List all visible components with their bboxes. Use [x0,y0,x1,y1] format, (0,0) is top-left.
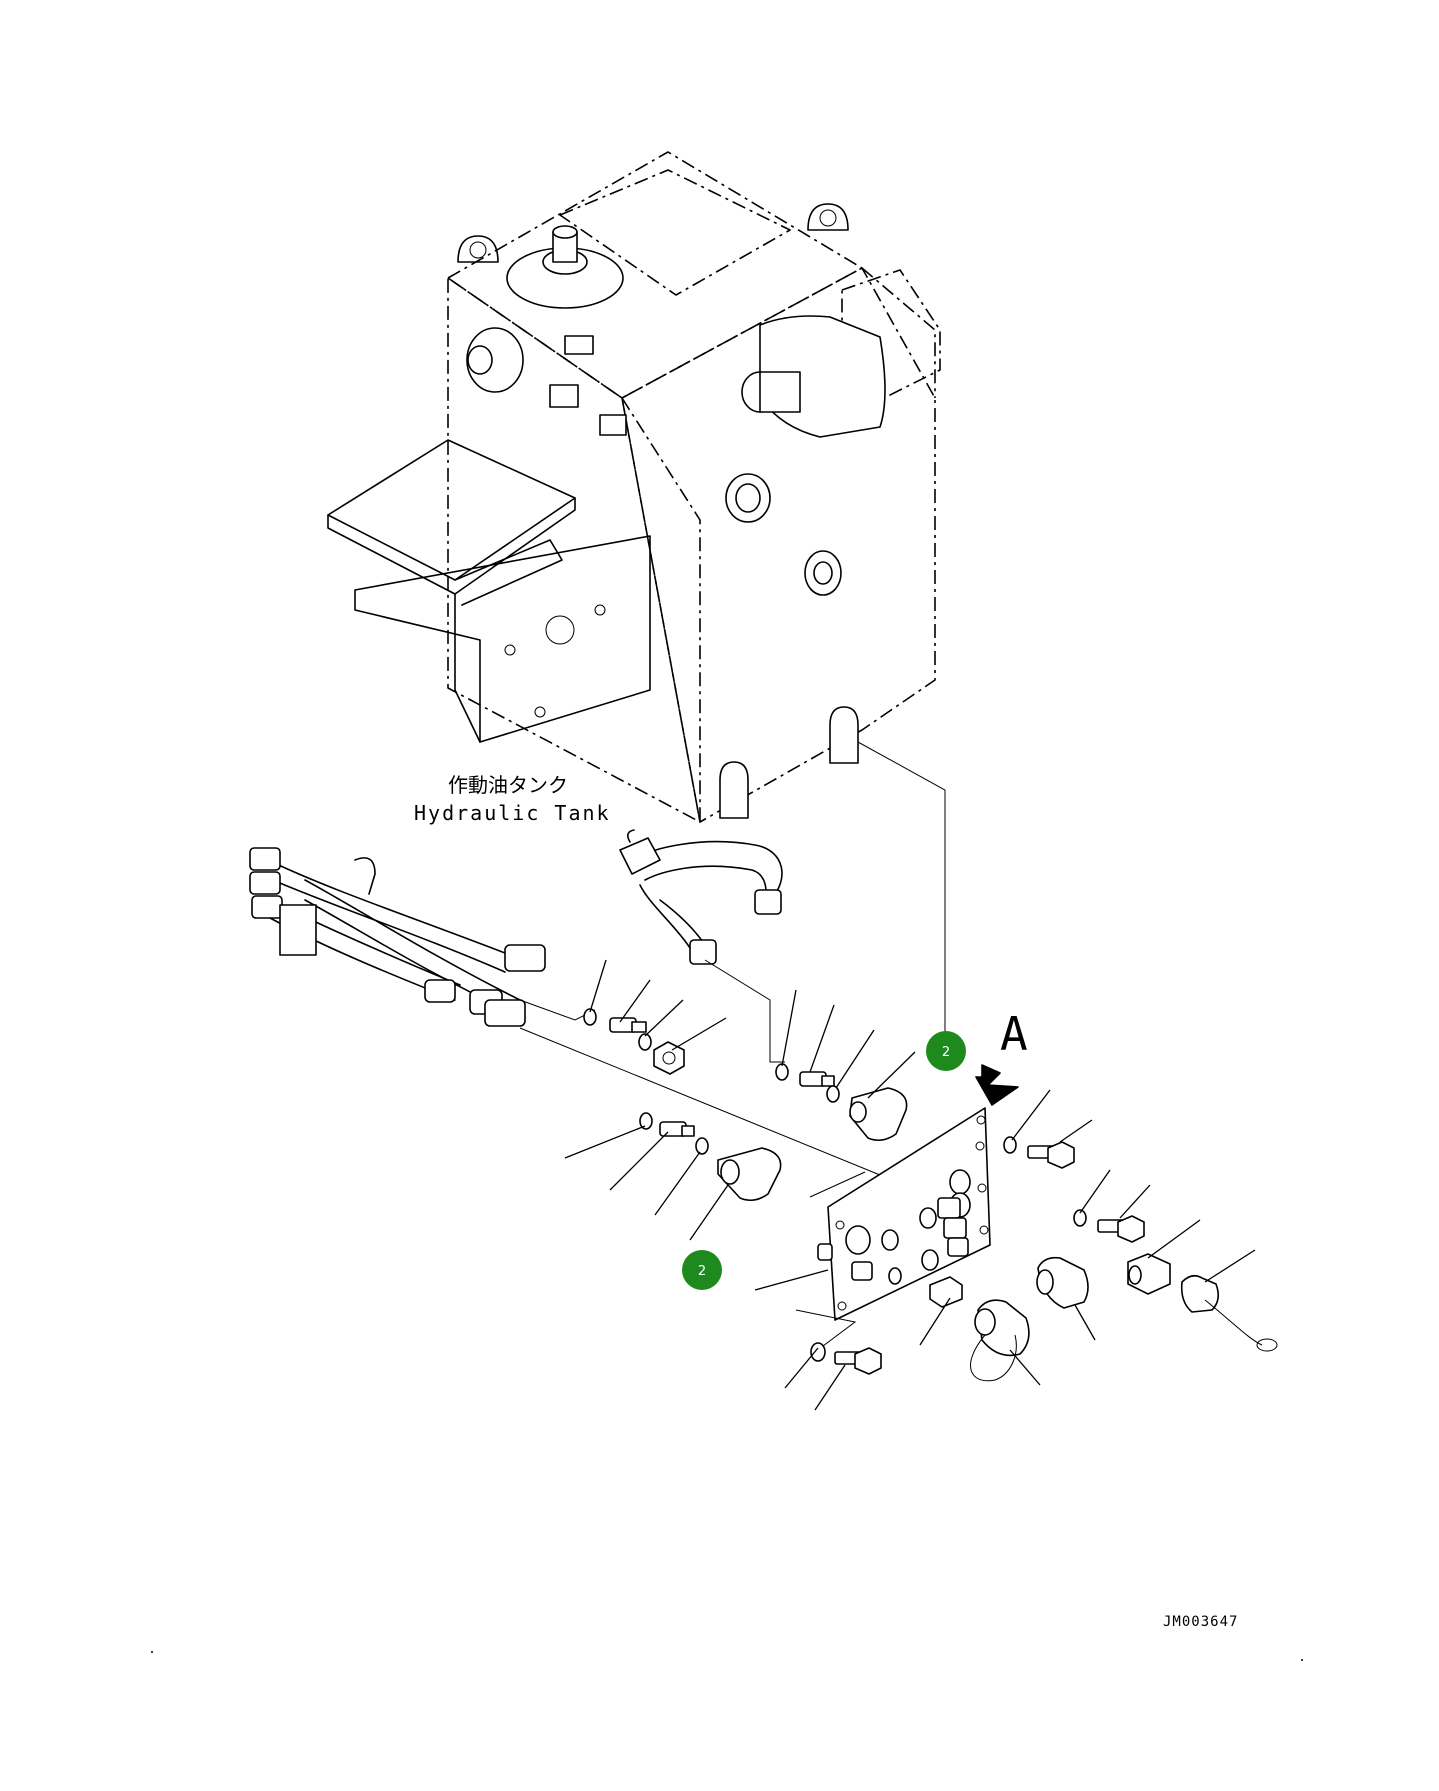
hose-upper [619,829,783,965]
assembly-line-upper-hose [704,959,785,1063]
leader-lines [564,959,1256,1411]
drawing-id: JM003647 [1163,1614,1238,1630]
callout-badge[interactable]: 2 [682,1250,722,1290]
callout-badge[interactable]: 2 [926,1031,966,1071]
assembly-line-lower [519,1027,881,1176]
fasteners-right [810,1136,1278,1382]
hydraulic-tank [327,151,941,823]
view-arrow-icon [975,1064,1019,1106]
assembly-line-plate-bottom [795,1309,857,1353]
callout-number: 2 [698,1264,706,1279]
callout-circle [682,1250,722,1290]
view-label: A [1000,1007,1028,1061]
assembly-line-tank [857,741,960,1061]
assembly-line-plate-top [809,1171,866,1198]
fittings-row-2 [775,1063,908,1142]
mounting-plate [817,1107,991,1321]
tank-label-en: Hydraulic Tank [414,801,611,825]
callout-number: 2 [942,1045,950,1060]
callout-circle [926,1031,966,1071]
tank-label-jp: 作動油タンク [448,773,568,797]
corner-mark-left [151,1651,153,1653]
fittings-row-3 [639,1112,782,1202]
hose-bundle-left [249,847,546,1027]
fittings-row-1 [583,1008,685,1075]
corner-mark-right [1301,1659,1303,1661]
